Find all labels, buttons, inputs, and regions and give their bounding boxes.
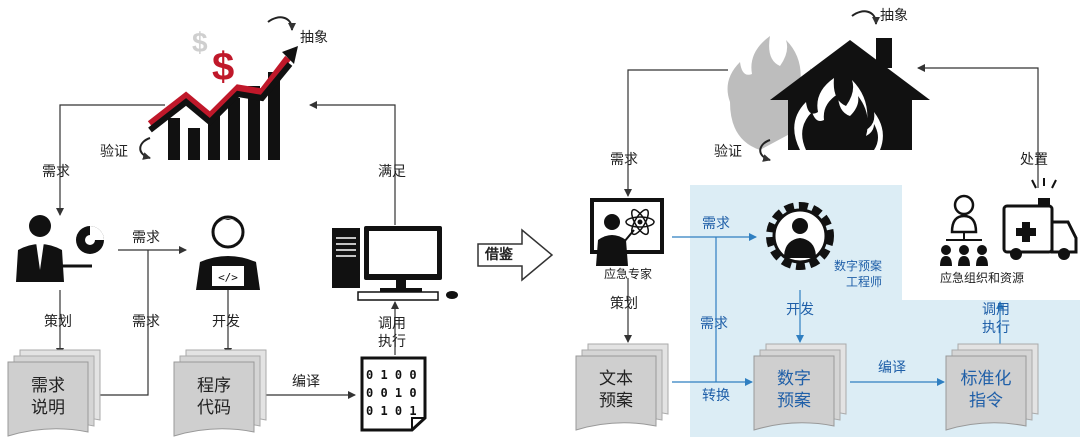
invoke-label-2: 执行: [378, 334, 406, 350]
text-plan-doc-label: 文本 预案: [571, 368, 661, 412]
text-plan-doc-line2: 预案: [599, 391, 633, 411]
instruction-doc-label: 标准化 指令: [941, 368, 1031, 412]
need-flow-line: [624, 69, 728, 197]
expert-label: 应急专家: [604, 267, 653, 281]
binary-document-icon: [360, 356, 427, 432]
svg-text:</>: </>: [218, 271, 238, 284]
binary-digits: 0 1 0 0 0 0 1 0 0 1 0 1: [366, 366, 417, 420]
verify-label: 验证: [714, 144, 742, 160]
need-vertical-line: [90, 250, 149, 396]
handle-label: 处置: [1020, 152, 1048, 168]
borrow-arrow: [477, 228, 554, 282]
requirement-doc-label: 需求 说明: [3, 375, 93, 419]
need-flow-line: [56, 104, 165, 216]
code-doc-line1: 程序: [197, 376, 231, 396]
code-doc-label: 程序 代码: [169, 375, 259, 419]
binary-row: 0 0 1 0: [366, 386, 417, 400]
binary-row: 0 1 0 1: [366, 404, 417, 418]
satisfy-label: 满足: [378, 164, 406, 180]
presenter-icon: [16, 215, 104, 282]
need-vertical-label: 需求: [132, 314, 160, 330]
digital-plan-doc-line2: 预案: [777, 391, 811, 411]
digital-plan-doc-stack: [753, 343, 847, 431]
engineer-label-2: 工程师: [846, 275, 883, 289]
need-mid-label: 需求: [132, 230, 160, 246]
svg-text:$: $: [192, 27, 208, 58]
plan-label: 策划: [610, 296, 638, 312]
plan-label: 策划: [44, 314, 72, 330]
dollar-chart-icon: $ $: [147, 27, 298, 160]
ambulance-icon: [1002, 178, 1078, 260]
digital-plan-doc-line1: 数字: [777, 369, 811, 389]
borrow-label: 借鉴: [485, 247, 513, 263]
verify-curl-arrow: [759, 139, 771, 162]
compile-label: 编译: [878, 360, 906, 376]
requirement-doc-stack: [7, 349, 101, 437]
handle-flow-line: [917, 64, 1039, 188]
need-vertical-label: 需求: [700, 316, 728, 332]
abstract-curl-arrow: [851, 10, 880, 25]
engineer-label-1: 数字预案: [834, 259, 883, 273]
need-label: 需求: [42, 164, 70, 180]
engineer-gear-icon: [766, 202, 834, 270]
invoke-label-1: 调用: [982, 302, 1010, 318]
satisfy-flow-line: [309, 101, 396, 225]
digital-plan-doc-label: 数字 预案: [749, 368, 839, 412]
need-label: 需求: [610, 152, 638, 168]
house-fire-icon: [727, 36, 930, 150]
verify-label: 验证: [100, 144, 128, 160]
instruction-doc-line1: 标准化: [960, 369, 1012, 389]
code-doc-stack: [173, 349, 267, 437]
code-doc-line2: 代码: [197, 398, 231, 418]
instruction-doc-line2: 指令: [969, 391, 1003, 411]
requirement-doc-line2: 说明: [31, 398, 65, 418]
instruction-doc-stack: [945, 343, 1039, 431]
text-plan-doc-stack: [575, 343, 669, 431]
compile-label: 编译: [292, 374, 320, 390]
computer-icon: [332, 226, 458, 301]
developer-icon: </>: [196, 215, 260, 290]
expert-board-icon: [590, 198, 664, 266]
binary-row: 0 1 0 0: [366, 368, 417, 382]
invoke-label-2: 执行: [982, 320, 1010, 336]
requirement-doc-line1: 需求: [31, 376, 65, 396]
need-top-label: 需求: [702, 216, 730, 232]
svg-text:$: $: [212, 45, 234, 89]
abstract-curl-arrow: [267, 16, 296, 31]
resources-label: 应急组织和资源: [940, 271, 1025, 285]
abstract-label: 抽象: [880, 8, 908, 24]
develop-label: 开发: [212, 314, 240, 330]
text-plan-doc-line1: 文本: [599, 369, 633, 389]
abstract-label: 抽象: [300, 30, 328, 46]
convert-label: 转换: [702, 388, 730, 404]
emergency-org-icon: [940, 194, 988, 266]
verify-curl-arrow: [139, 137, 151, 160]
invoke-label-1: 调用: [378, 316, 406, 332]
develop-label: 开发: [786, 302, 814, 318]
